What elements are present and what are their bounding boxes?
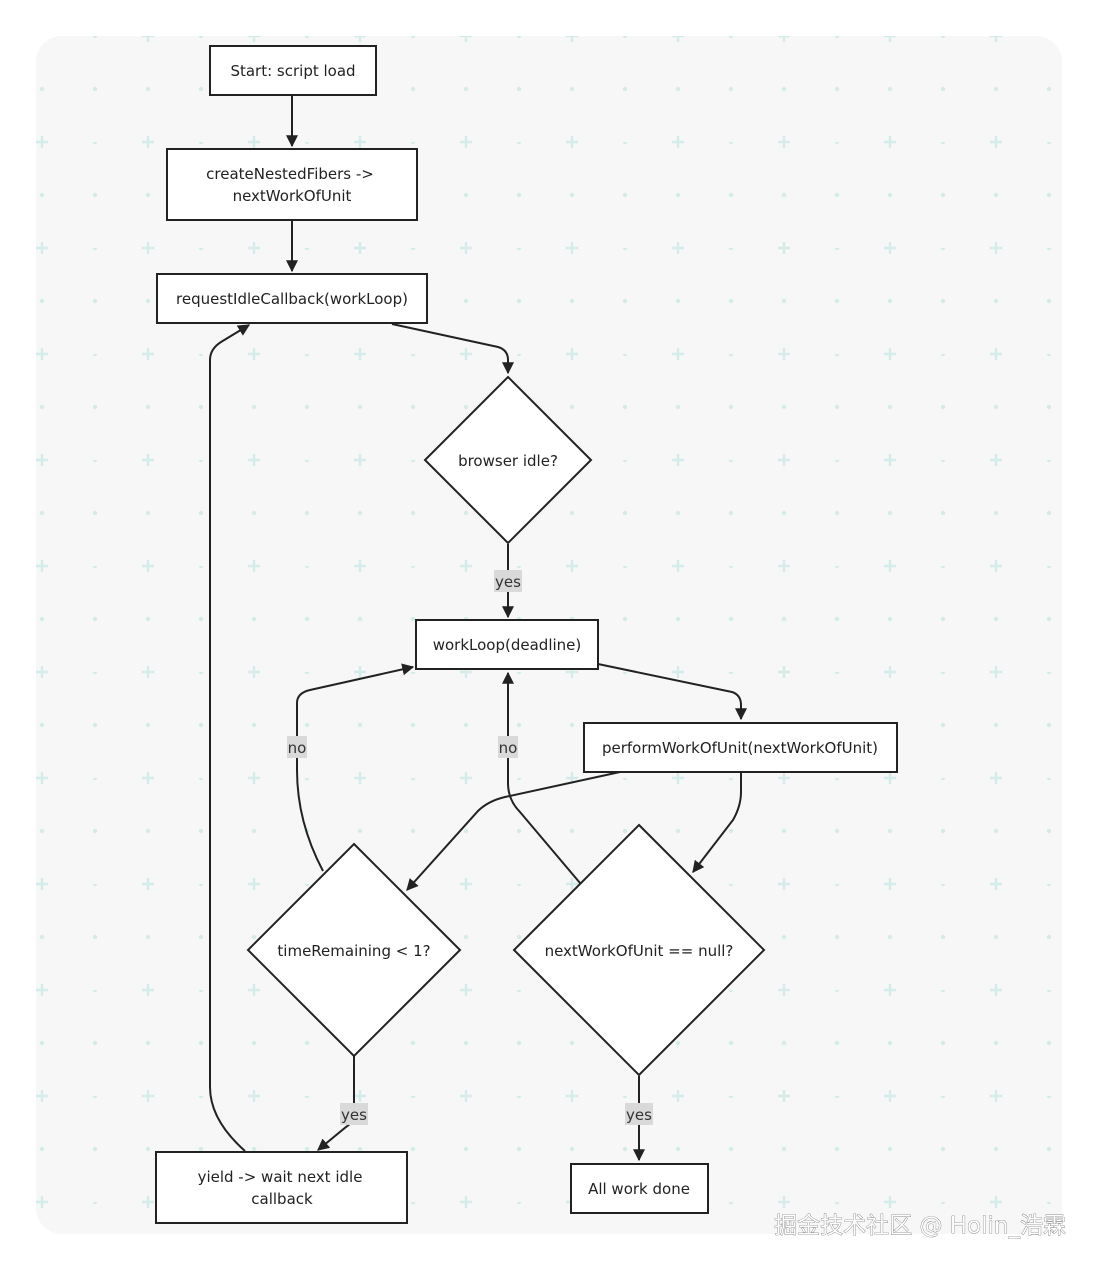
node-time-remaining-label: timeRemaining < 1? bbox=[277, 942, 430, 960]
edge-yield-to-request bbox=[209, 324, 251, 1152]
edge-perform-to-time-remaining bbox=[406, 771, 621, 891]
node-start-label: Start: script load bbox=[230, 62, 355, 80]
svg-text:yes: yes bbox=[495, 573, 521, 591]
node-all-work-done: All work done bbox=[570, 1163, 709, 1214]
node-perform-label: performWorkOfUnit(nextWorkOfUnit) bbox=[602, 739, 878, 757]
node-request-label: requestIdleCallback(workLoop) bbox=[176, 290, 408, 308]
svg-text:yes: yes bbox=[626, 1106, 652, 1124]
node-browser-idle-decision: browser idle? bbox=[423, 375, 593, 545]
node-yield-label-line2: callback bbox=[251, 1190, 313, 1208]
node-yield-label-line1: yield -> wait next idle bbox=[198, 1168, 363, 1186]
node-workloop: workLoop(deadline) bbox=[415, 619, 599, 670]
edge-label-idle-yes: yes bbox=[494, 570, 522, 592]
svg-text:yes: yes bbox=[341, 1106, 367, 1124]
node-next-null-decision: nextWorkOfUnit == null? bbox=[512, 823, 766, 1077]
node-perform-work: performWorkOfUnit(nextWorkOfUnit) bbox=[583, 722, 898, 773]
node-create-label-line1: createNestedFibers -> bbox=[206, 165, 374, 183]
node-start: Start: script load bbox=[209, 45, 377, 96]
svg-text:no: no bbox=[288, 739, 307, 757]
watermark: 掘金技术社区 @ Holin_浩霖 bbox=[774, 1213, 1066, 1239]
edge-next-null-no bbox=[502, 671, 581, 884]
node-done-label: All work done bbox=[588, 1180, 690, 1198]
node-create-nested-fibers: createNestedFibers -> nextWorkOfUnit bbox=[166, 148, 418, 221]
edge-perform-to-next-null bbox=[692, 772, 742, 873]
edge-label-time-yes: yes bbox=[340, 1103, 368, 1125]
node-browser-idle-label: browser idle? bbox=[458, 452, 558, 470]
node-yield: yield -> wait next idle callback bbox=[155, 1151, 408, 1224]
edge-label-null-no: no bbox=[498, 736, 518, 758]
node-create-label-line2: nextWorkOfUnit bbox=[233, 187, 352, 205]
node-next-null-label: nextWorkOfUnit == null? bbox=[545, 942, 734, 960]
edge-label-null-yes: yes bbox=[625, 1103, 653, 1125]
edge-label-time-no: no bbox=[287, 736, 307, 758]
node-request-idle-callback: requestIdleCallback(workLoop) bbox=[156, 273, 428, 324]
edge-workloop-to-perform bbox=[597, 663, 747, 721]
svg-text:no: no bbox=[499, 739, 518, 757]
edge-request-to-browser-idle bbox=[391, 323, 514, 375]
node-workloop-label: workLoop(deadline) bbox=[433, 636, 582, 654]
node-time-remaining-decision: timeRemaining < 1? bbox=[246, 842, 462, 1058]
edge-time-remaining-no bbox=[296, 663, 415, 872]
